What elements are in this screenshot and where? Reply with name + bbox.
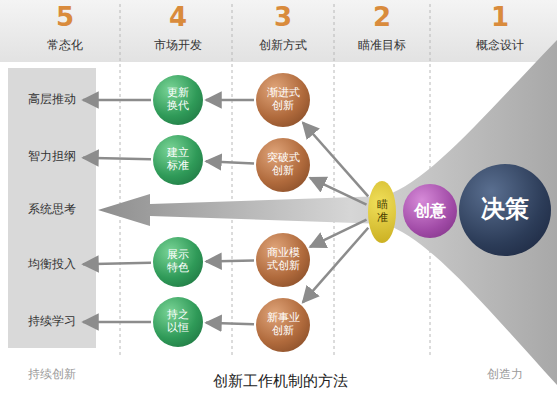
flow-arrow: [303, 228, 368, 303]
node-text: 更新换代: [166, 87, 189, 112]
node-text: 持之以恒: [166, 309, 189, 334]
green-circle: 持之以恒: [153, 297, 203, 347]
node-text: 瞄准: [377, 199, 388, 224]
node-text: 智力担纲: [28, 150, 76, 164]
node-text: 系统思考: [28, 203, 76, 217]
step-number: 5: [56, 2, 74, 32]
step-number: 4: [169, 2, 187, 32]
decision-circle: 决策: [459, 164, 551, 256]
brown-circle: 商业模式创新: [256, 233, 310, 287]
step-title: 市场开发: [154, 37, 202, 54]
green-circle: 更新换代: [153, 75, 203, 125]
flow-arrow: [303, 122, 368, 196]
step-title: 创新方式: [259, 37, 307, 54]
green-circle: 展示特色: [153, 237, 203, 287]
step-number: 3: [274, 2, 292, 32]
flow-arrow: [206, 99, 254, 102]
brown-circle: 新事业创新: [256, 298, 310, 352]
flow-arrow: [310, 220, 367, 247]
node-text: 建立标准: [166, 147, 189, 172]
step-title: 概念设计: [476, 37, 524, 54]
flow-arrow: [206, 161, 254, 163]
step-number: 1: [491, 2, 509, 32]
step-title: 瞄准目标: [358, 37, 406, 54]
column-divider: [120, 4, 121, 355]
flow-arrow: [206, 259, 254, 262]
factor-label: 持续学习: [24, 312, 80, 332]
flow-arrow: [83, 158, 151, 160]
idea-circle: 创意: [403, 184, 457, 238]
factor-label: 智力担纲: [24, 147, 80, 167]
node-text: 新事业创新: [266, 312, 300, 337]
step-title: 常态化: [47, 37, 83, 54]
target-ellipse: 瞄准: [368, 181, 396, 243]
green-circle: 建立标准: [153, 135, 203, 185]
node-text: 决策: [479, 196, 532, 224]
left-panel: [8, 68, 96, 348]
flow-arrow: [83, 263, 151, 265]
node-text: 商业模式创新: [266, 247, 300, 272]
column-divider: [334, 4, 335, 355]
node-text: 突破式创新: [266, 152, 300, 177]
flow-arrow: [310, 178, 366, 205]
flow-arrow: [83, 321, 151, 324]
node-text: 均衡投入: [28, 258, 76, 272]
node-text: 持续学习: [28, 315, 76, 329]
header-band: [0, 0, 557, 62]
factor-label: 均衡投入: [24, 255, 80, 275]
flow-arrow: [83, 99, 151, 102]
caption: 创新工作机制的方法: [209, 372, 352, 391]
bottom-tag: 持续创新: [28, 366, 76, 383]
funnel-arrow: [98, 40, 557, 385]
brown-circle: 渐进式创新: [256, 73, 310, 127]
factor-label: 高层推动: [24, 90, 80, 110]
bottom-tag: 创造力: [487, 366, 523, 383]
node-text: 高层推动: [28, 93, 76, 107]
node-text: 展示特色: [166, 249, 189, 274]
flow-arrow: [206, 323, 254, 324]
node-text: 创意: [412, 202, 447, 220]
brown-circle: 突破式创新: [256, 138, 310, 192]
factor-label: 系统思考: [24, 200, 80, 220]
step-number: 2: [373, 2, 391, 32]
node-text: 渐进式创新: [266, 87, 300, 112]
column-divider: [232, 4, 233, 355]
